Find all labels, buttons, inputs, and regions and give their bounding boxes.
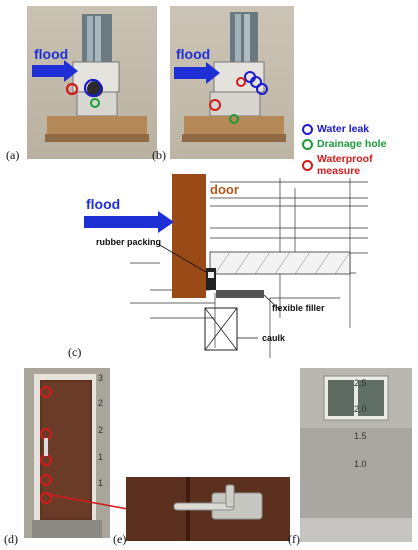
waterproof-marker	[67, 84, 77, 94]
panel-label-b: (b)	[152, 148, 166, 163]
door-shape	[172, 174, 206, 298]
panel-label-c: (c)	[68, 345, 81, 360]
drainage-hole-marker	[230, 115, 238, 123]
panel-label-e: (e)	[113, 532, 126, 547]
photo-latch-e	[126, 477, 290, 541]
height-mark-d-2b: 2	[98, 425, 103, 435]
water-leak-marker	[85, 80, 101, 96]
height-mark-f-2.0: 2.0	[354, 404, 367, 414]
panel-label-a: (a)	[6, 148, 19, 163]
drainage-hole-marker	[91, 99, 99, 107]
legend-water-leak: Water leak	[302, 123, 369, 135]
markers-a	[27, 6, 157, 159]
height-mark-d-1b: 1	[98, 478, 103, 488]
flood-arrow-c	[84, 211, 174, 233]
height-mark-d-2a: 2	[98, 398, 103, 408]
flexible-filler-label: flexible filler	[272, 303, 325, 313]
rubber-packing-label: rubber packing	[96, 237, 161, 247]
drainage-hole-legend-icon	[302, 139, 313, 150]
waterproof-marker	[210, 100, 220, 110]
height-mark-d-1a: 1	[98, 452, 103, 462]
height-mark-d-3: 3	[98, 373, 103, 383]
water-leak-legend-icon	[302, 124, 313, 135]
markers-b	[170, 6, 294, 159]
waterproof-marker	[237, 78, 245, 86]
panel-label-f: (f)	[288, 532, 300, 547]
panel-label-d: (d)	[4, 532, 18, 547]
height-mark-f-2.5: 2.5	[354, 378, 367, 388]
door-label: door	[210, 182, 239, 197]
height-mark-f-1.0: 1.0	[354, 459, 367, 469]
wall-photo-f	[300, 368, 412, 542]
flood-label-c: flood	[86, 196, 120, 212]
photo-wall-f	[300, 368, 412, 542]
rubber-packing-shape	[206, 268, 216, 290]
water-leak-marker	[257, 84, 267, 94]
legend-label: Drainage hole	[317, 138, 386, 150]
legend-drainage-hole: Drainage hole	[302, 138, 386, 150]
legend-label: Water leak	[317, 123, 369, 135]
flexible-filler-shape	[216, 290, 264, 298]
latch-photo-e	[126, 477, 290, 541]
height-mark-f-1.5: 1.5	[354, 431, 367, 441]
caulk-label: caulk	[262, 333, 285, 343]
